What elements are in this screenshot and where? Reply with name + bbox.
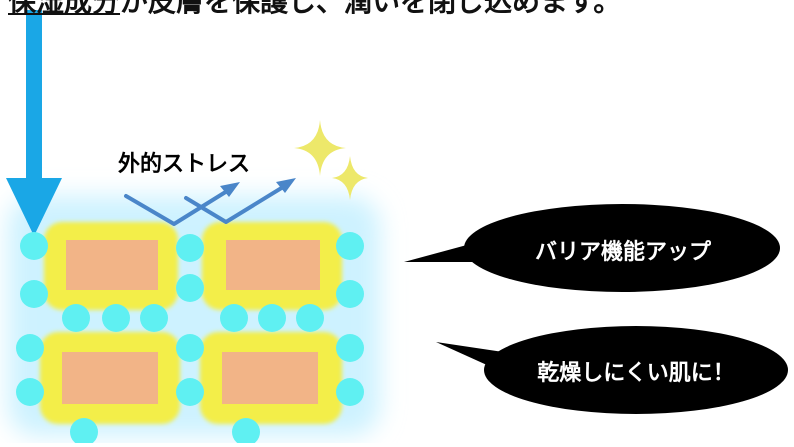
header-caption: 保湿成分が皮膚を保護し、潤いを閉じ込めます。 (8, 0, 621, 20)
bubble-text-dryness: 乾燥しにくい肌に！ (537, 361, 735, 386)
stress-arrow-icon-1 (124, 186, 234, 226)
down-arrow-icon (6, 10, 62, 236)
skin-cell-top-right (202, 222, 342, 310)
skin-cell-bottom-right (200, 332, 342, 424)
moisture-dots (16, 232, 364, 446)
sparkle-icon-large (294, 120, 346, 176)
stress-label: 外的ストレス (118, 152, 251, 177)
speech-bubble-2 (436, 326, 788, 414)
skin-cell-top-left (44, 222, 178, 310)
stress-arrow-icon-2 (184, 182, 290, 224)
sparkle-icon-small (332, 156, 368, 200)
stress-arrowhead-2 (276, 178, 296, 193)
bubble-text-barrier: バリア機能アップ (534, 240, 711, 265)
skin-cell-bottom-left (40, 332, 180, 424)
stress-arrowhead-1 (220, 182, 240, 197)
header-underlined-text: 保湿成分 (8, 0, 121, 18)
header-rest-text: が皮膚を保護し、潤いを閉じ込めます。 (120, 0, 622, 18)
speech-bubble-1 (404, 204, 780, 292)
